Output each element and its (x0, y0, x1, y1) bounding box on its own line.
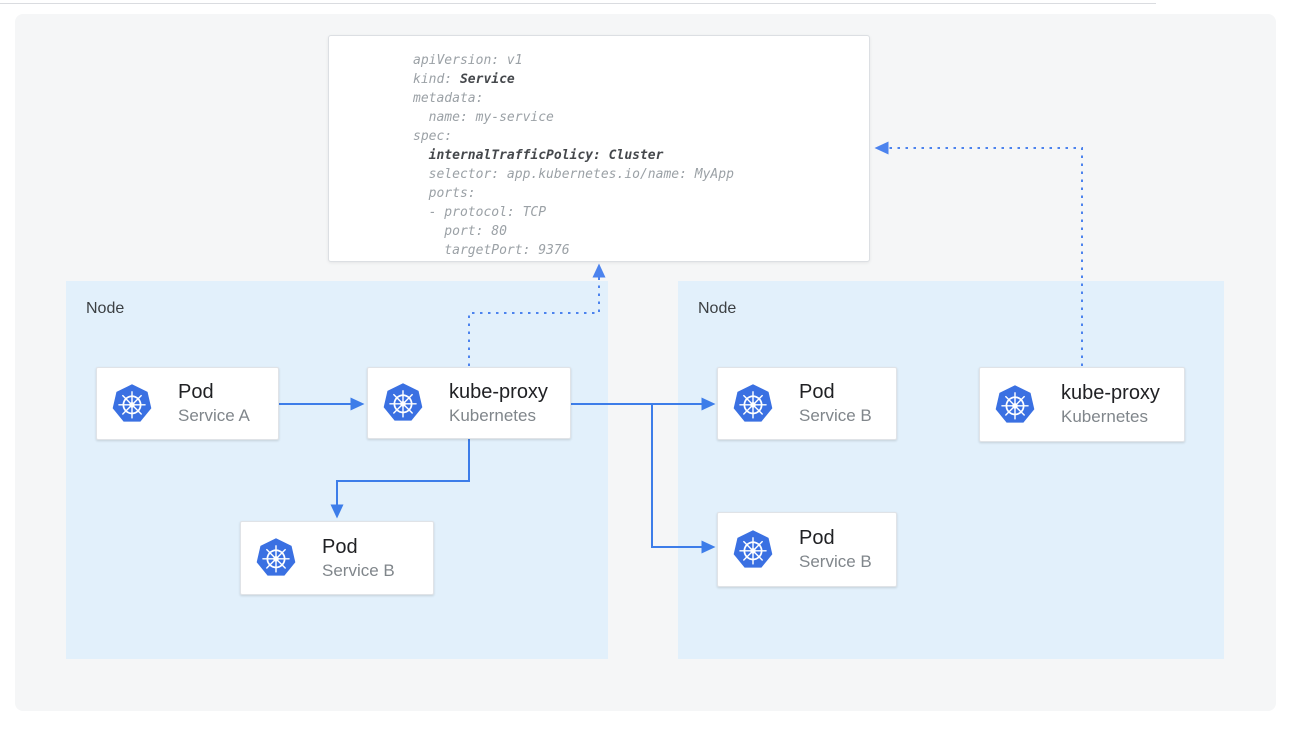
code-line: port: 80 (413, 224, 507, 239)
code-line: kind: Service (413, 72, 515, 87)
code-line: selector: app.kubernetes.io/name: MyApp (413, 167, 734, 182)
card-pod-service-b-left: Pod Service B (240, 521, 434, 595)
top-divider-line (0, 3, 1156, 4)
card-kube-proxy-right: kube-proxy Kubernetes (979, 367, 1185, 442)
card-subtitle: Service A (178, 406, 250, 425)
kubernetes-icon (383, 383, 423, 421)
card-pod-service-b-right-top: Pod Service B (717, 367, 897, 440)
card-kube-proxy-left: kube-proxy Kubernetes (367, 367, 571, 439)
code-line: apiVersion: v1 (413, 53, 523, 68)
code-line: name: my-service (413, 110, 554, 125)
code-line: metadata: (413, 91, 484, 106)
node-box-right: Node (678, 281, 1224, 659)
card-title: kube-proxy (449, 380, 548, 403)
yaml-code: apiVersion: v1 kind: Service metadata: nam… (413, 51, 869, 260)
code-line: spec: (413, 129, 453, 144)
card-subtitle: Kubernetes (449, 405, 536, 425)
card-subtitle: Service B (799, 406, 872, 425)
node-label: Node (86, 300, 125, 317)
card-subtitle: Kubernetes (1061, 407, 1148, 426)
code-line: - protocol: TCP (413, 205, 547, 220)
node-box-left: Node (66, 281, 608, 659)
card-pod-service-b-right-bottom: Pod Service B (717, 512, 897, 587)
card-title: Pod (799, 381, 835, 403)
kubernetes-icon (995, 384, 1035, 423)
card-subtitle: Service B (322, 560, 395, 580)
kubernetes-icon (256, 538, 296, 576)
card-title: Pod (799, 527, 835, 549)
card-title: Pod (322, 535, 358, 558)
code-line: internalTrafficPolicy: Cluster (428, 148, 664, 163)
kubernetes-icon (112, 383, 152, 422)
kubernetes-icon (733, 383, 773, 422)
card-pod-service-a: Pod Service A (96, 367, 279, 440)
kubernetes-icon (733, 529, 773, 568)
card-title: Pod (178, 381, 214, 403)
service-yaml-card: apiVersion: v1 kind: Service metadata: nam… (328, 35, 870, 262)
card-subtitle: Service B (799, 552, 872, 571)
code-line: ports: (413, 186, 476, 201)
code-line: targetPort: 9376 (413, 243, 570, 258)
card-title: kube-proxy (1061, 382, 1160, 404)
node-label: Node (698, 300, 737, 317)
